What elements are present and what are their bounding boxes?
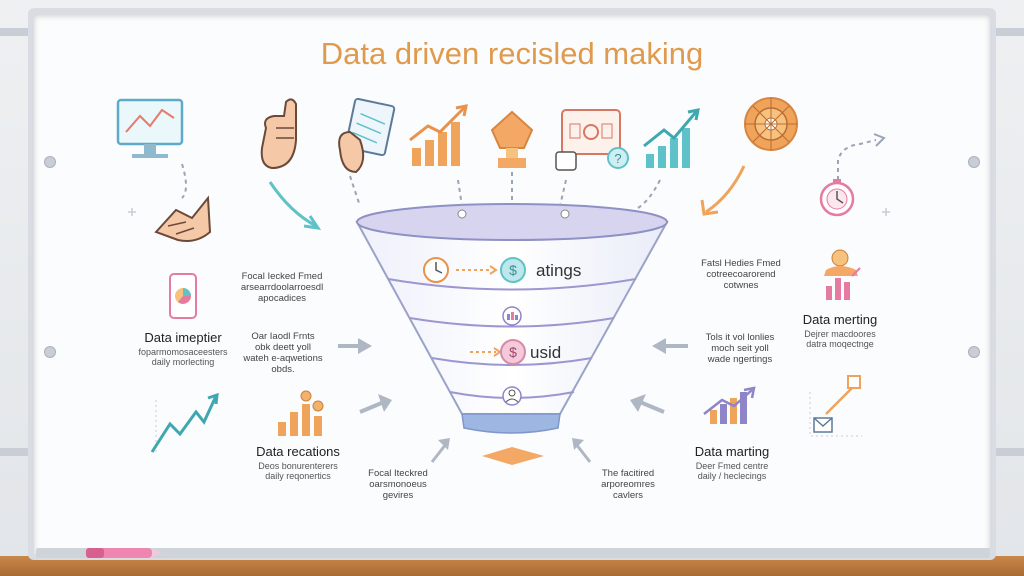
- clipboard-hand-icon: [338, 97, 396, 174]
- svg-text:$: $: [509, 344, 517, 360]
- pointing-hand-icon: [260, 98, 297, 170]
- monitor-chart-icon: [116, 98, 184, 158]
- analyst-icon: [824, 249, 861, 300]
- svg-text:$: $: [509, 262, 517, 278]
- phone-chart-icon: [169, 273, 197, 319]
- trend-bars-icon: [703, 386, 756, 424]
- bar-growth-icon: [409, 104, 468, 166]
- board-clip: [44, 156, 56, 168]
- right-heading-bot: Data marting: [694, 444, 770, 459]
- line-chart-icon: [150, 392, 219, 454]
- mail-chart-icon: [809, 375, 862, 437]
- left-heading-mid: Data imeptier: [144, 330, 222, 345]
- funnel-row-3-label: usid: [530, 343, 562, 362]
- funnel: [355, 203, 669, 465]
- board-clip: [968, 156, 980, 168]
- dollar-coin-icon: $: [500, 339, 526, 365]
- growth-arrow-icon: [643, 108, 700, 168]
- floor: [0, 556, 1024, 576]
- handshake-icon: [154, 195, 212, 242]
- left-heading-bot: Data recations: [256, 444, 340, 459]
- clock-icon: [423, 257, 449, 283]
- people-icon: [502, 306, 522, 326]
- dashboard-question-icon: ?: [555, 109, 629, 171]
- target-wheel-icon: [744, 97, 798, 151]
- people-icon: [502, 386, 522, 406]
- coins-bars-icon: [278, 390, 324, 436]
- board-title: Data driven recisled making: [320, 36, 704, 71]
- board-clip: [44, 346, 56, 358]
- stopwatch-icon: [819, 179, 855, 217]
- marker-tray: [36, 548, 990, 558]
- svg-text:?: ?: [614, 151, 621, 166]
- funnel-row-1-label: atings: [536, 261, 582, 280]
- board-clip: [968, 346, 980, 358]
- right-heading-mid: Data merting: [802, 312, 878, 327]
- marker-pen-icon: [86, 548, 162, 558]
- trophy-icon: [490, 110, 534, 168]
- dollar-coin-icon: $: [500, 257, 526, 283]
